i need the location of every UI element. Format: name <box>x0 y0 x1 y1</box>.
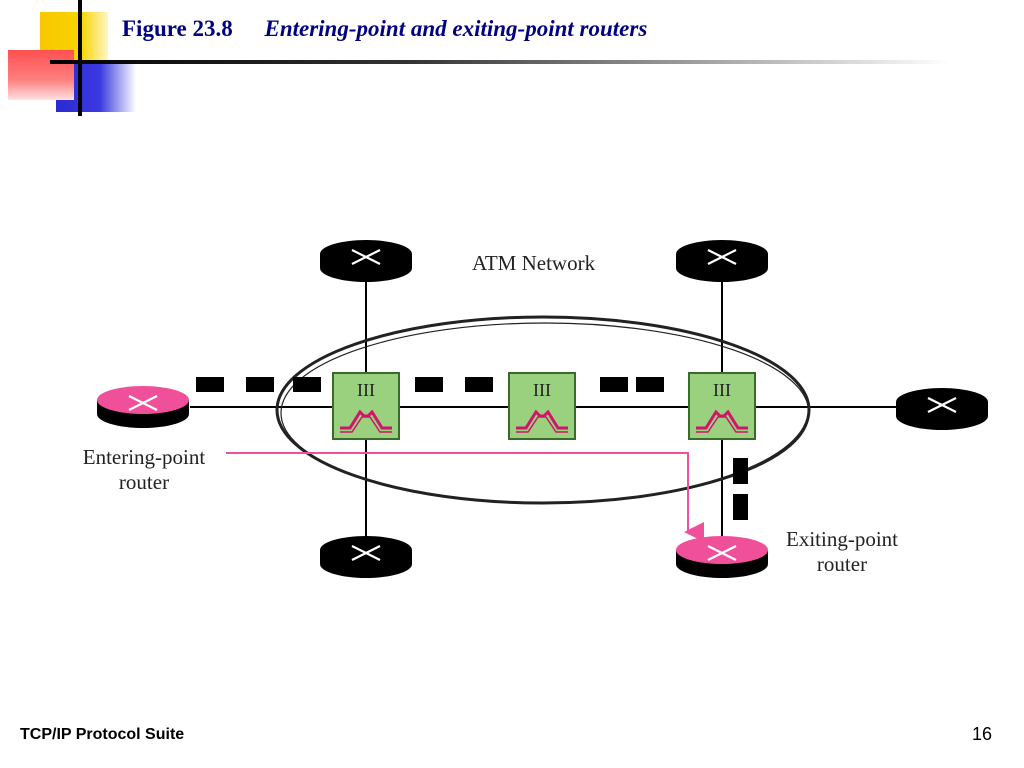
path-arrow <box>226 452 704 542</box>
decor-vertical-line <box>78 0 82 116</box>
slide-title: Figure 23.8 Entering-point and exiting-p… <box>122 16 647 42</box>
router-right <box>896 388 988 430</box>
atm-network-label: ATM Network <box>472 251 596 275</box>
exiting-label-line2: router <box>817 552 867 576</box>
atm-switch-middle: III <box>508 372 576 440</box>
switch-label: III <box>533 380 551 400</box>
router-top-left <box>320 240 412 282</box>
atm-switch-right: III <box>688 372 756 440</box>
atm-switch-left: III <box>332 372 400 440</box>
switch-label: III <box>713 380 731 400</box>
decor-red-square <box>8 50 74 100</box>
switch-label: III <box>357 380 375 400</box>
entering-label-line1: Entering-point <box>83 445 206 469</box>
router-top-right <box>676 240 768 282</box>
exiting-label-line1: Exiting-point <box>786 527 898 551</box>
decor-title-underline <box>50 60 950 64</box>
router-entering-point <box>97 386 189 428</box>
router-exiting-point <box>676 536 768 578</box>
figure-number: Figure 23.8 <box>122 16 233 41</box>
footer-suite: TCP/IP Protocol Suite <box>20 726 185 743</box>
virtual-circuit-dashes <box>196 377 748 520</box>
router-bottom-left <box>320 536 412 578</box>
page-number: 16 <box>971 724 992 744</box>
entering-label-line2: router <box>119 470 169 494</box>
figure-title: Entering-point and exiting-point routers <box>264 16 648 41</box>
